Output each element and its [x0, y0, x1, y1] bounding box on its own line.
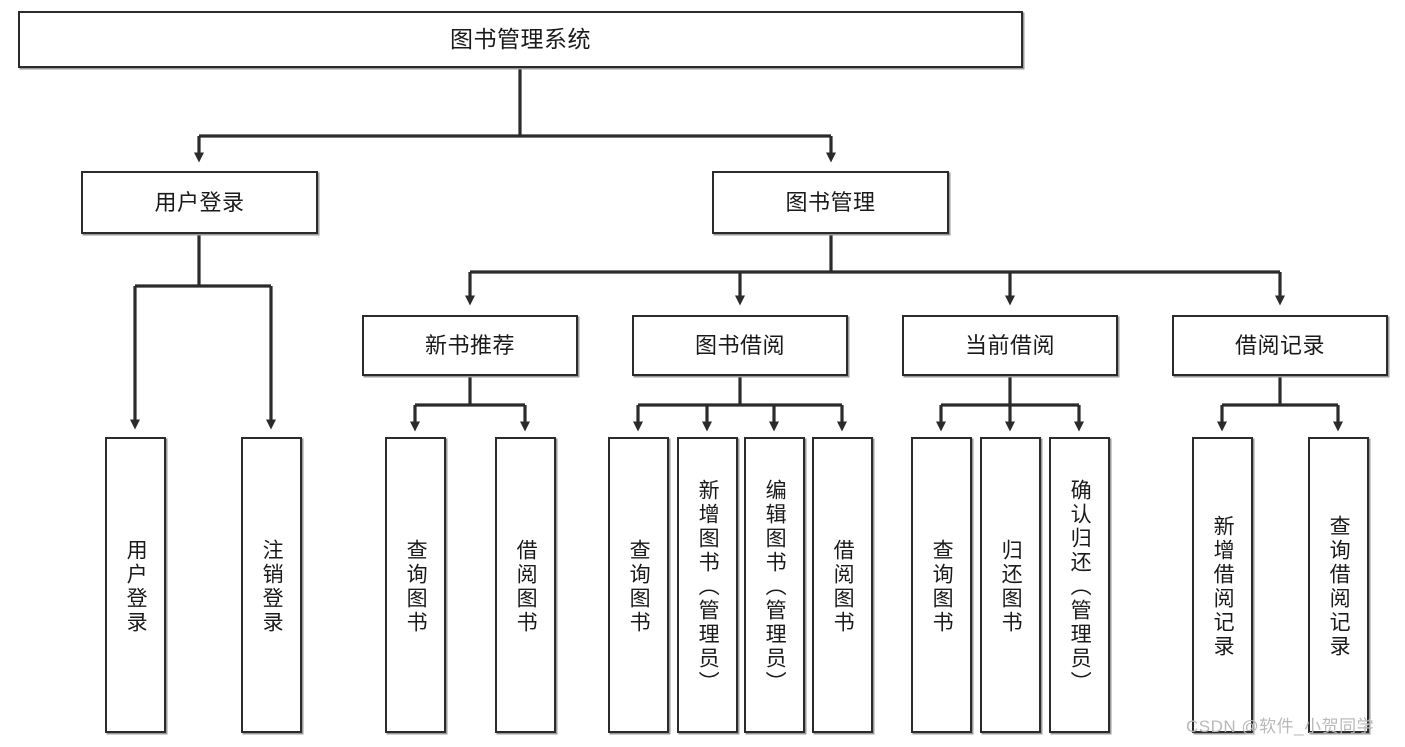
leaf-query-book-borrow[interactable]: 查询图书 [608, 437, 669, 733]
leaf-edit-book-label: 编辑图书（管理员） [763, 479, 787, 695]
leaf-query-borrow-record-label: 查询借阅记录 [1327, 515, 1351, 659]
leaf-user-login-label: 用户登录 [124, 539, 148, 635]
leaf-add-book-label: 新增图书（管理员） [696, 479, 720, 695]
node-book-manage-label: 图书管理 [785, 189, 876, 215]
node-borrow-record[interactable]: 借阅记录 [1172, 315, 1388, 376]
leaf-confirm-return[interactable]: 确认归还（管理员） [1049, 437, 1110, 733]
leaf-add-borrow-record-label: 新增借阅记录 [1211, 515, 1235, 659]
csdn-watermark: CSDN @软件_小贺同学 [1186, 717, 1375, 736]
node-book-borrow-label: 图书借阅 [694, 332, 785, 358]
node-user-login-label: 用户登录 [154, 189, 245, 215]
leaf-borrow-book-borrow[interactable]: 借阅图书 [812, 437, 873, 733]
leaf-borrow-book-borrow-label: 借阅图书 [831, 539, 855, 635]
node-book-borrow[interactable]: 图书借阅 [632, 315, 848, 376]
leaf-user-login[interactable]: 用户登录 [105, 437, 166, 733]
node-borrow-record-label: 借阅记录 [1234, 332, 1325, 358]
leaf-logout-label: 注销登录 [260, 539, 284, 635]
leaf-confirm-return-label: 确认归还（管理员） [1068, 479, 1092, 695]
node-user-login[interactable]: 用户登录 [81, 171, 318, 234]
leaf-query-borrow-record[interactable]: 查询借阅记录 [1308, 437, 1369, 733]
leaf-query-book-recommendation[interactable]: 查询图书 [385, 437, 446, 733]
leaf-add-borrow-record[interactable]: 新增借阅记录 [1192, 437, 1253, 733]
leaf-query-book-current-label: 查询图书 [930, 539, 954, 635]
leaf-return-book[interactable]: 归还图书 [980, 437, 1041, 733]
leaf-borrow-book-recommendation[interactable]: 借阅图书 [495, 437, 556, 733]
leaf-borrow-book-recommendation-label: 借阅图书 [514, 539, 538, 635]
node-new-book-recommendation[interactable]: 新书推荐 [362, 315, 578, 376]
node-root[interactable]: 图书管理系统 [18, 11, 1023, 68]
leaf-query-book-current[interactable]: 查询图书 [911, 437, 972, 733]
leaf-return-book-label: 归还图书 [999, 539, 1023, 635]
leaf-query-book-borrow-label: 查询图书 [627, 539, 651, 635]
leaf-logout[interactable]: 注销登录 [241, 437, 302, 733]
leaf-edit-book[interactable]: 编辑图书（管理员） [744, 437, 805, 733]
node-current-borrow-label: 当前借阅 [964, 332, 1055, 358]
leaf-add-book[interactable]: 新增图书（管理员） [677, 437, 738, 733]
node-current-borrow[interactable]: 当前借阅 [902, 315, 1118, 376]
node-root-label: 图书管理系统 [450, 25, 591, 52]
node-book-manage[interactable]: 图书管理 [712, 171, 949, 234]
node-new-book-recommendation-label: 新书推荐 [424, 332, 515, 358]
leaf-query-book-recommendation-label: 查询图书 [404, 539, 428, 635]
